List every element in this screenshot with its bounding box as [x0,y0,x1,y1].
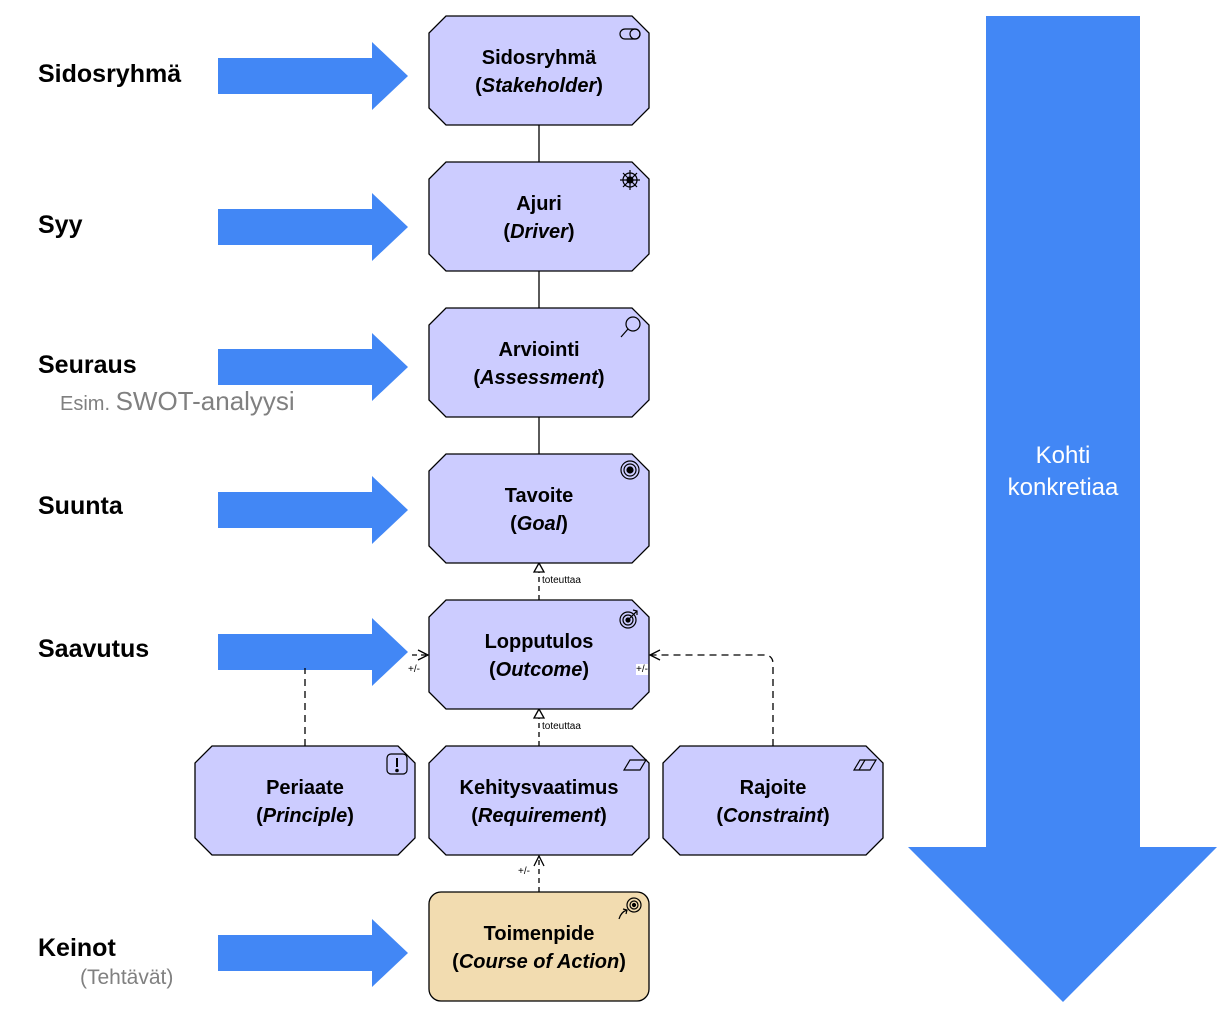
influence-constraint-outcome [651,654,774,746]
relation-label-influence-constraint: +/- [636,664,648,675]
node-constraint-label: Rajoite (Constraint) [663,774,883,830]
node-stakeholder-fi: Sidosryhmä [481,47,597,69]
row-sublabel-means: (Tehtävät) [80,966,174,989]
node-requirement-label: Kehitysvaatimus (Requirement) [429,774,649,830]
outcome-icon [619,609,638,629]
direction-arrow-line2: konkretiaa [1007,474,1119,501]
nodes [194,15,884,1002]
node-course-of-action-en: Course of Action [458,951,620,973]
node-constraint[interactable] [662,745,884,856]
node-principle-fi: Periaate [266,777,344,799]
node-requirement[interactable] [428,745,650,856]
node-assessment-fi: Arviointi [498,339,580,361]
row-sublabel-consequence: Esim. SWOT-analyysi [60,386,295,417]
direction-arrow-line1: Kohti [1035,442,1091,469]
node-requirement-en: Requirement [477,805,601,827]
realization-arrowhead-outcome [532,707,546,719]
assessment-icon [620,316,641,338]
node-outcome-fi: Lopputulos [484,631,594,653]
influence-arrowhead-outcome [648,649,661,661]
row-label-cause: Syy [38,211,83,239]
node-outcome[interactable] [428,599,650,710]
principle-icon [386,753,408,775]
driver-icon [620,170,640,190]
connectors [304,125,774,892]
node-outcome-en: Outcome [495,659,583,681]
node-principle-en: Principle [262,805,348,827]
relation-label-influence-principle: +/- [408,664,420,675]
row-label-direction: Suunta [38,492,123,520]
row-arrow-course-of-action [218,919,408,987]
node-driver-label: Ajuri (Driver) [429,190,649,246]
node-course-of-action-fi: Toimenpide [483,923,595,945]
row-arrows [218,42,408,987]
row-label-achievement: Saavutus [38,635,150,663]
stakeholder-icon [619,28,641,40]
row-label-means: Keinot [38,934,116,962]
node-principle-label: Periaate (Principle) [195,774,415,830]
direction-arrow [908,16,1217,1002]
node-constraint-en: Constraint [723,805,823,827]
node-driver-en: Driver [510,221,568,243]
node-stakeholder[interactable] [428,15,650,126]
row-arrow-goal [218,476,408,544]
node-goal-label: Tavoite (Goal) [429,482,649,538]
relation-label-influence-coa: +/- [518,866,530,877]
node-stakeholder-en: Stakeholder [481,75,597,97]
node-driver-fi: Ajuri [516,193,562,215]
node-driver[interactable] [428,161,650,272]
node-stakeholder-label: Sidosryhmä (Stakeholder) [429,44,649,100]
relation-label-realizes-goal: toteuttaa [542,575,581,586]
row-label-consequence: Seuraus [38,351,137,379]
realization-arrowhead-goal [532,561,546,573]
goal-icon [620,460,640,480]
constraint-icon [852,759,878,771]
node-assessment-label: Arviointi (Assessment) [429,336,649,392]
sublabel-prefix: Esim. [60,393,110,415]
node-constraint-fi: Rajoite [739,777,807,799]
node-assessment[interactable] [428,307,650,418]
sublabel-swot: SWOT-analyysi [115,386,295,416]
node-principle[interactable] [194,745,416,856]
course-of-action-icon [618,897,642,920]
influence-arrowhead-requirement [533,854,545,867]
node-course-of-action-label: Toimenpide (Course of Action) [429,920,649,976]
node-course-of-action[interactable] [428,891,650,1002]
relation-label-realizes-outcome: toteuttaa [542,721,581,732]
node-assessment-en: Assessment [480,367,598,389]
row-arrow-driver [218,193,408,261]
node-goal[interactable] [428,453,650,564]
node-goal-fi: Tavoite [504,485,574,507]
row-arrow-stakeholder [218,42,408,110]
direction-arrow-label: Kohti konkretiaa [986,440,1140,504]
row-arrow-assessment [218,333,408,401]
node-outcome-label: Lopputulos (Outcome) [429,628,649,684]
requirement-icon [622,759,648,771]
node-requirement-fi: Kehitysvaatimus [459,777,619,799]
influence-arrowhead-left [417,649,430,661]
row-arrow-outcome [218,618,408,686]
node-goal-en: Goal [516,513,562,535]
row-label-stakeholder: Sidosryhmä [38,60,182,88]
